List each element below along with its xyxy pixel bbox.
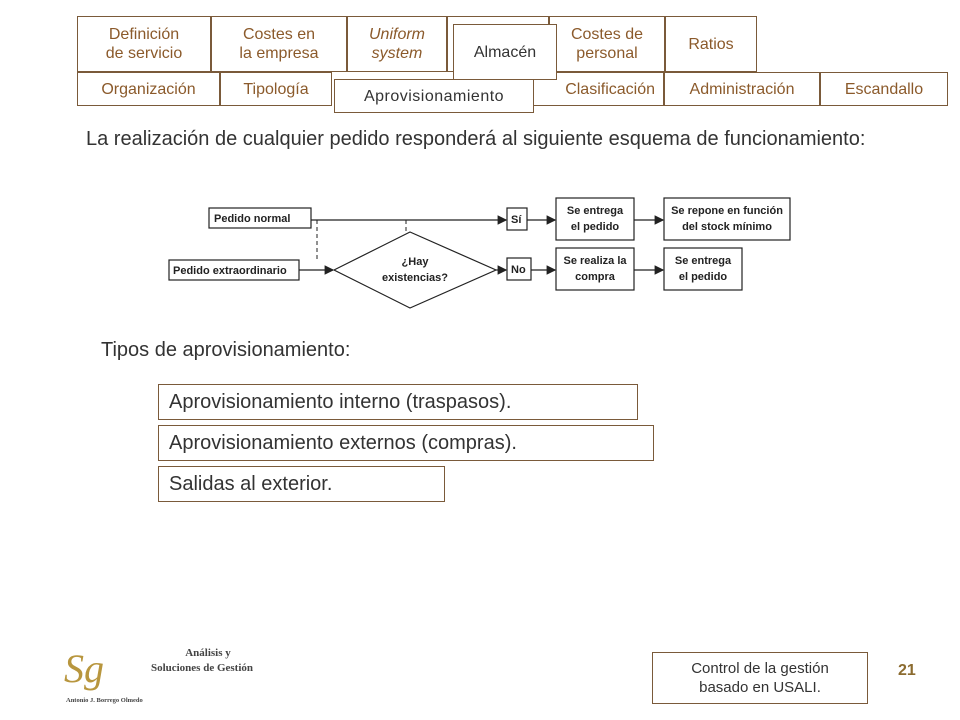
company-logo: Sg Análisis y Soluciones de Gestión Anto… [64, 646, 253, 704]
logo-title-2: Soluciones de Gestión [151, 662, 253, 674]
no-label: No [511, 264, 526, 276]
subtab-label: Clasificación [565, 80, 655, 98]
tab-almacen[interactable]: Almacén [453, 24, 557, 80]
repone-line-1: Se repone en función [671, 205, 783, 217]
tab-costes-personal[interactable]: Costes de personal [549, 16, 665, 72]
entrega-box-2 [663, 247, 743, 291]
subtab-label: Organización [101, 80, 196, 98]
pedido-extra-label: Pedido extraordinario [173, 265, 287, 277]
types-title: Tipos de aprovisionamiento: [101, 339, 351, 361]
subtab-label: Tipología [243, 80, 309, 98]
logo-title-1: Análisis y [185, 647, 231, 659]
subtab-label: Administración [689, 80, 795, 98]
subtab-escandallo[interactable]: Escandallo [820, 72, 948, 106]
footer-text: Control de la gestión basado en USALI. [691, 660, 829, 696]
subtab-label: Escandallo [844, 80, 924, 98]
entrega-1-line-2: el pedido [571, 221, 620, 233]
compra-box [555, 247, 635, 291]
tab-label: Costes en la empresa [239, 26, 319, 62]
entrega-2-line-2: el pedido [679, 271, 728, 283]
tab-label: Uniform system [368, 26, 425, 62]
type-externo: Aprovisionamiento externos (compras). [158, 425, 654, 461]
subtab-tipologia[interactable]: Tipología [220, 72, 332, 106]
entrega-2-line-1: Se entrega [675, 255, 732, 267]
tab-label: Costes de personal [570, 26, 644, 62]
tab-costes-empresa[interactable]: Costes en la empresa [211, 16, 347, 72]
pedido-normal-label: Pedido normal [214, 213, 290, 225]
footer-box: Control de la gestión basado en USALI. [652, 652, 868, 704]
tab-definicion-servicio[interactable]: Definición de servicio [77, 16, 211, 72]
compra-line-1: Se realiza la [564, 255, 628, 267]
decision-line-2: existencias? [382, 272, 448, 284]
repone-box [663, 197, 791, 241]
entrega-box-1 [555, 197, 635, 241]
tab-uniform-system[interactable]: Uniform system [347, 16, 447, 72]
decision-line-1: ¿Hay [402, 256, 430, 268]
page-number: 21 [898, 662, 916, 679]
tab-label: Almacén [473, 43, 537, 61]
decision-diamond [332, 231, 498, 309]
logo-author: Antonio J. Borrego Olmedo [66, 697, 143, 704]
tab-label: Ratios [688, 35, 734, 53]
order-flow-diagram: Pedido normal Pedido extraordinario ¿Hay… [168, 197, 791, 309]
subtab-administracion[interactable]: Administración [664, 72, 820, 106]
subtab-aprovisionamiento[interactable]: Aprovisionamiento [334, 79, 534, 113]
tab-label: Definición de servicio [105, 26, 183, 62]
compra-line-2: compra [575, 271, 616, 283]
tab-ratios[interactable]: Ratios [665, 16, 757, 72]
entrega-1-line-1: Se entrega [567, 205, 624, 217]
type-interno: Aprovisionamiento interno (traspasos). [158, 384, 638, 420]
intro-sentence: La realización de cualquier pedido respo… [86, 128, 866, 150]
subtab-organizacion[interactable]: Organización [77, 72, 220, 106]
subtab-label: Aprovisionamiento [363, 87, 505, 105]
type-salidas: Salidas al exterior. [158, 466, 445, 502]
si-label: Sí [511, 214, 522, 226]
logo-mark: Sg [64, 646, 104, 691]
pedido-normal-box [208, 207, 312, 229]
repone-line-2: del stock mínimo [682, 221, 772, 233]
